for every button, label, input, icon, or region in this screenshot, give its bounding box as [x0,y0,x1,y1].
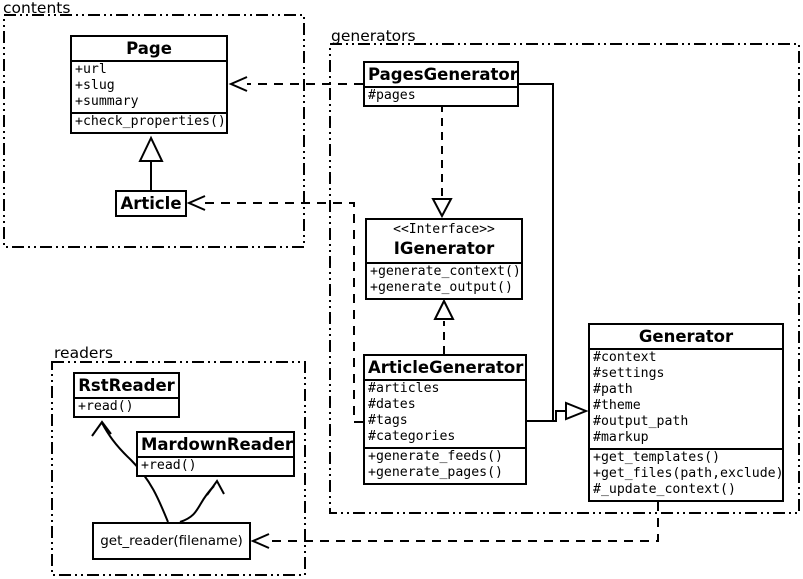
arrowhead-triangle-igenerator-bottom [433,298,455,320]
attribute: #path [593,382,633,397]
method: +check_properties() [75,114,226,129]
class-generator-methods: +get_templates() +get_files(path,exclude… [590,448,782,500]
attribute: +summary [75,94,139,109]
package-border-readers [51,361,306,576]
class-article: Article [115,190,187,217]
method: +generate_pages() [368,465,503,480]
attribute: #articles [368,381,440,396]
edge-generator-depends-getreader [269,502,659,542]
attribute: +slug [75,78,115,93]
method: +get_templates() [593,450,721,465]
arrowhead-open-article [186,195,206,211]
attribute: +url [75,62,107,77]
attribute: #tags [368,413,408,428]
class-igenerator: <<Interface>> IGenerator +generate_conte… [365,218,523,300]
attribute: #dates [368,397,416,412]
attribute: #markup [593,430,649,445]
class-generator: Generator #context #settings #path #them… [588,323,784,502]
method: +get_files(path,exclude) [593,466,782,481]
class-articlegenerator: ArticleGenerator #articles #dates #tags … [363,354,527,485]
method: +generate_output() [370,280,513,295]
class-page-name: Page [72,37,226,62]
class-page-attributes: +url +slug +summary [72,62,226,112]
arrowhead-triangle-igenerator-top [431,198,453,219]
class-articlegenerator-name: ArticleGenerator [365,356,525,381]
edge-generators-extend-generator [519,83,554,422]
class-rstreader-methods: +read() [75,399,178,416]
class-rstreader: RstReader +read() [73,372,180,418]
class-igenerator-methods: +generate_context() +generate_output() [367,264,521,298]
class-generator-attributes: #context #settings #path #theme #output_… [590,350,782,448]
attribute: #categories [368,429,456,444]
class-articlegenerator-attributes: #articles #dates #tags #categories [365,381,525,447]
arrowhead-open-mardownreader [206,479,225,496]
package-border-contents [3,14,305,248]
class-mardownreader: MardownReader +read() [136,431,295,477]
arrowhead-open-getreader [250,533,270,549]
class-page-methods: +check_properties() [72,112,226,132]
package-label-readers: readers [54,344,113,362]
class-article-name: Article [120,194,182,213]
method: +read() [78,399,134,414]
class-mardownreader-methods: +read() [138,458,293,475]
class-mardownreader-name: MardownReader [138,433,293,458]
arrowhead-triangle-generator [565,401,589,421]
package-label-generators: generators [331,27,416,45]
class-igenerator-name: IGenerator [393,239,495,258]
package-label-contents: contents [3,0,71,17]
method: +generate_context() [370,264,521,279]
class-articlegenerator-methods: +generate_feeds() +generate_pages() [365,447,525,483]
class-rstreader-name: RstReader [75,374,178,399]
attribute: #context [593,350,657,365]
class-pagesgenerator-name: PagesGenerator [365,63,518,88]
arrowhead-open-page [228,76,248,92]
class-pagesgenerator: PagesGenerator #pages [363,61,519,107]
node-get-reader: get_reader(filename) [92,522,251,560]
class-pagesgenerator-attributes: #pages [365,88,517,105]
package-border-generators [329,43,800,514]
edge-getreader-to-rstreader [101,422,169,523]
attribute: #settings [593,366,665,381]
edge-generator-junction [553,410,566,422]
class-igenerator-title: <<Interface>> IGenerator [367,220,521,264]
class-generator-name: Generator [590,325,782,350]
method: +read() [141,458,197,473]
edge-articlegenerator-depends-article [205,202,363,423]
attribute: #theme [593,398,641,413]
method: +generate_feeds() [368,449,503,464]
arrowhead-open-rstreader [91,420,112,437]
class-page: Page +url +slug +summary +check_properti… [70,35,228,134]
method: #_update_context() [593,482,736,497]
attribute: #output_path [593,414,689,429]
stereotype-interface: <<Interface>> [393,222,495,237]
attribute: #pages [368,88,416,103]
arrowhead-triangle-page [138,135,164,162]
